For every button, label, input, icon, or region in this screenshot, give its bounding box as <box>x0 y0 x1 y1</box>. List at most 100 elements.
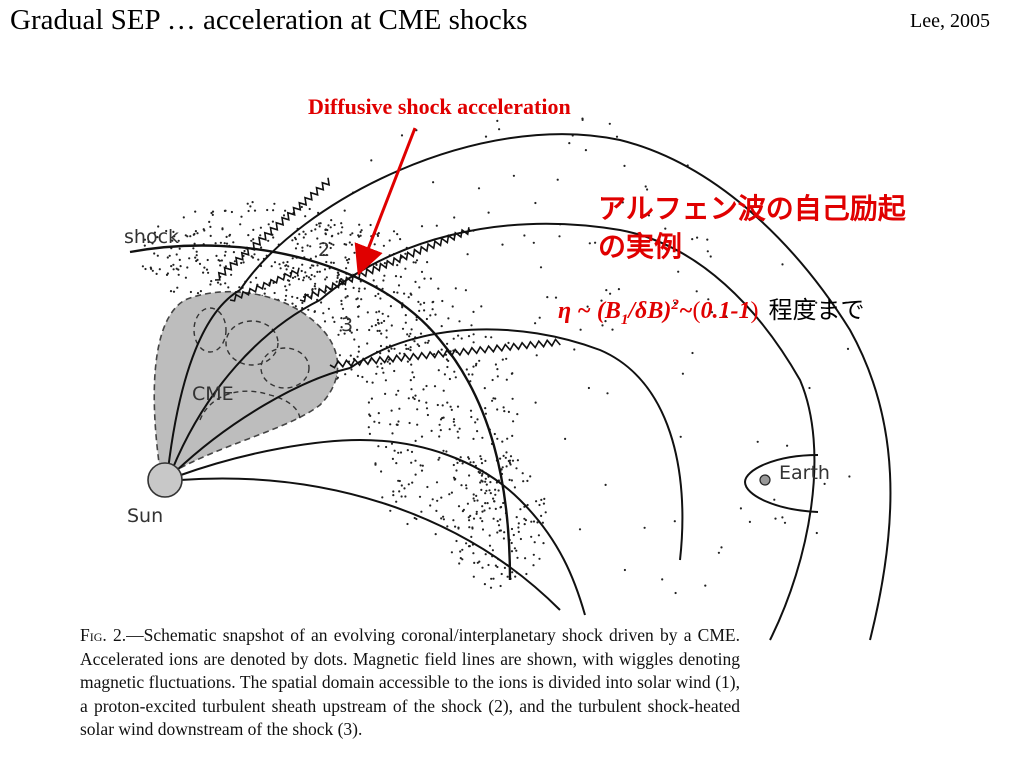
ion-dot <box>310 273 313 277</box>
ion-dot <box>480 479 483 482</box>
earth-bow <box>743 454 819 513</box>
ion-dot <box>375 263 378 266</box>
ion-dot <box>251 201 254 204</box>
ion-dot <box>427 339 430 342</box>
ion-dot <box>724 315 728 318</box>
ion-dot <box>278 263 281 266</box>
ion-dot <box>397 284 401 287</box>
ion-dot <box>355 243 358 246</box>
ion-dot <box>374 462 377 465</box>
ion-dot <box>172 268 175 271</box>
ion-dot <box>523 517 526 520</box>
ion-dot <box>340 303 343 306</box>
ion-dot <box>184 276 187 279</box>
ion-dot <box>461 462 464 465</box>
ion-dot <box>286 260 289 264</box>
ion-dot <box>446 401 449 404</box>
ion-dot <box>325 276 328 279</box>
ion-dot <box>517 530 520 534</box>
ion-dot <box>403 487 406 490</box>
ion-dot <box>489 586 493 589</box>
ion-dot <box>647 214 651 217</box>
ion-dot <box>445 358 448 361</box>
ion-dot <box>536 521 539 524</box>
ion-dot <box>424 341 427 344</box>
ion-dot <box>390 409 393 412</box>
ion-dot <box>601 324 604 327</box>
ion-dot <box>501 466 504 469</box>
ion-dot <box>677 270 680 273</box>
ion-dot <box>165 273 169 276</box>
ion-dot <box>514 575 517 578</box>
ion-dot <box>419 332 423 335</box>
ion-dot <box>432 181 435 184</box>
ion-dot <box>502 406 505 409</box>
ion-dot <box>330 219 333 222</box>
ion-dot <box>459 456 462 459</box>
ion-dot <box>406 449 409 452</box>
ion-dot <box>499 518 502 521</box>
ion-dot <box>507 341 510 344</box>
ion-dot <box>496 565 499 569</box>
ion-dot <box>380 470 383 473</box>
ion-dot <box>410 363 413 366</box>
ion-dot <box>488 534 491 537</box>
ion-dot <box>483 387 486 390</box>
ion-dot <box>490 336 493 339</box>
ion-dot <box>501 440 504 443</box>
ion-dot <box>404 252 407 255</box>
ion-dot <box>392 291 396 294</box>
ion-dot <box>353 338 356 341</box>
ion-dot <box>472 341 475 344</box>
ion-dot <box>502 454 505 457</box>
ion-dot <box>449 405 452 408</box>
ion-dot <box>461 558 464 561</box>
ion-dot <box>352 286 355 289</box>
ion-dot <box>512 533 515 537</box>
ion-dot <box>373 420 376 423</box>
ion-dot <box>357 345 360 348</box>
ion-dot <box>309 245 312 248</box>
ion-dot <box>446 365 449 369</box>
ion-dot <box>407 347 410 350</box>
ion-dot <box>644 185 647 188</box>
ion-dot <box>407 483 410 486</box>
ion-dot <box>370 325 373 328</box>
ion-dot <box>615 135 619 138</box>
ion-dot <box>374 252 378 255</box>
ion-dot <box>158 268 161 271</box>
ion-dot <box>178 258 181 261</box>
ion-dot <box>535 500 538 503</box>
ion-dot <box>504 456 507 459</box>
ion-dot <box>774 517 777 520</box>
ion-dot <box>457 334 460 337</box>
ion-dot <box>340 299 343 302</box>
formula-sup: 2 <box>671 297 679 313</box>
ion-dot <box>529 475 532 478</box>
ion-dot <box>469 461 472 464</box>
ion-dot <box>459 557 462 560</box>
ion-dot <box>519 508 522 511</box>
ion-dot <box>500 572 503 576</box>
ion-dot <box>513 547 517 550</box>
ion-dot <box>492 517 495 520</box>
ion-dot <box>429 277 432 280</box>
ion-dot <box>287 265 290 268</box>
ion-dot <box>425 317 428 321</box>
ion-dot <box>489 492 492 495</box>
ion-dot <box>484 135 488 138</box>
ion-dot <box>485 489 488 492</box>
ion-dot <box>704 584 707 587</box>
formula-sub: 1 <box>620 311 629 328</box>
ion-dot <box>422 388 425 391</box>
ion-dot <box>472 517 476 520</box>
ion-dot <box>389 423 392 426</box>
ion-dot <box>279 267 282 270</box>
ion-dot <box>484 335 487 338</box>
ion-dot <box>511 372 514 375</box>
ion-dot <box>395 462 398 465</box>
ion-dot <box>469 409 473 412</box>
ion-dot <box>815 531 818 535</box>
ion-dot <box>381 496 384 499</box>
ion-dot <box>674 591 677 595</box>
